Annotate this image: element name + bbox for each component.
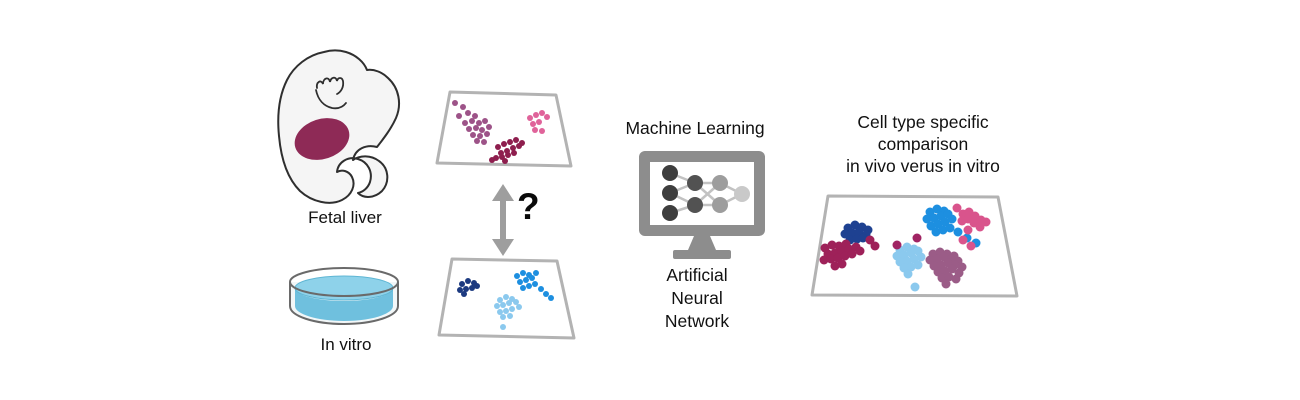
- comparison-scatter-panel: [810, 194, 1019, 298]
- ann-caption-line3: Network: [664, 311, 730, 331]
- maroon-stray: [892, 233, 922, 250]
- water-body: [295, 288, 393, 321]
- double-arrow-icon: [492, 184, 514, 256]
- pink-cluster: [527, 110, 550, 134]
- pink-cluster: [952, 203, 991, 251]
- comparison-title-line2: comparison: [877, 134, 969, 154]
- mauve-cluster: [925, 247, 967, 289]
- in-vitro-label: In vitro: [320, 335, 372, 354]
- embryo-limb-squiggle: [315, 76, 345, 95]
- fetal-embryo-illustration: [277, 49, 401, 204]
- lightblue-cluster: [892, 242, 926, 292]
- machine-learning-title: Machine Learning: [625, 118, 765, 138]
- navy-cluster: [457, 278, 480, 297]
- fetal-liver-label: Fetal liver: [308, 208, 382, 227]
- blue-cluster: [514, 270, 554, 301]
- nn-nodes: [662, 165, 750, 221]
- embryo-inner-curve: [315, 89, 347, 110]
- ann-caption-line2: Neural: [671, 288, 723, 308]
- monitor-stand: [688, 236, 716, 250]
- ann-caption: Artificial Neural Network: [617, 264, 777, 333]
- question-mark: ?: [517, 186, 540, 227]
- liver-blob: [294, 118, 350, 160]
- ann-caption-line1: Artificial: [666, 265, 728, 285]
- dish-rim: [289, 267, 399, 297]
- maroon-cluster: [819, 235, 880, 271]
- monitor-neural-network-icon: [639, 151, 765, 259]
- in-vivo-scatter-panel: [435, 90, 573, 168]
- lightblue-cluster: [494, 294, 522, 330]
- in-vitro-scatter-panel: [437, 257, 576, 340]
- navy-cluster: [840, 220, 873, 245]
- petri-dish-icon: [289, 267, 399, 326]
- comparison-title-line3: in vivo verus in vitro: [846, 156, 1000, 176]
- mauve-cluster: [452, 100, 492, 145]
- comparison-title: Cell type specific comparison in vivo ve…: [783, 111, 1063, 177]
- monitor-base: [673, 250, 731, 259]
- comparison-title-line1: Cell type specific: [857, 112, 989, 132]
- maroon-cluster: [489, 137, 525, 164]
